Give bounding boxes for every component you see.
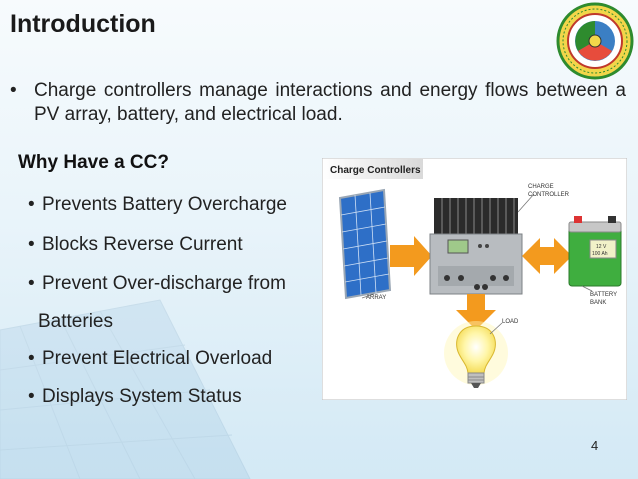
load-label: LOAD [502,319,519,325]
page-number: 4 [591,438,599,453]
subheading: Why Have a CC? [18,152,169,173]
bullet-dot: • [28,386,35,407]
arrow-controller-to-load [456,294,496,330]
reason-item: • Displays System Status [28,386,242,408]
array-label: ARRAY [366,295,386,301]
light-bulb-icon [444,321,508,388]
diagram-header: Charge Controllers [330,165,421,176]
bullet-dot: • [28,348,35,369]
reason-item: • Prevent Electrical Overload [28,348,272,370]
main-bullet-text: Charge controllers manage interactions a… [34,80,626,125]
university-seal-icon [556,2,634,80]
reason-item: • Prevents Battery Overcharge [28,194,287,216]
battery-capacity-text: 100 Ah [592,251,608,257]
slide-title: Introduction [10,10,156,38]
reason-text: Prevent Over-discharge from [42,273,286,294]
battery-voltage-text: 12 V [596,244,607,250]
reason-text: Prevents Battery Overcharge [42,194,287,215]
reason-text: Blocks Reverse Current [42,234,243,255]
bullet-dot: • [28,273,35,294]
controller-label-line1: CHARGE [528,184,554,190]
solar-panel-icon [338,188,392,300]
battery-icon [568,216,622,287]
reason-item: • Prevent Over-discharge from [28,273,286,295]
battery-label-line1: BATTERY [590,292,617,298]
reason-continuation: Batteries [38,311,113,332]
bullet-dot: • [10,80,17,101]
reason-text: Displays System Status [42,386,242,407]
arrow-controller-battery [522,238,572,274]
arrow-array-to-controller [390,236,432,276]
bullet-dot: • [28,234,35,255]
reason-text: Prevent Electrical Overload [42,348,273,369]
charge-controller-diagram: Charge Controllers ARRAY [322,158,627,400]
reason-item: • Blocks Reverse Current [28,234,243,256]
controller-label-line2: CONTROLLER [528,192,570,198]
diagram-header-band [323,159,423,179]
battery-label-line2: BANK [590,300,606,306]
charge-controller-icon [429,198,523,295]
bullet-dot: • [28,194,35,215]
